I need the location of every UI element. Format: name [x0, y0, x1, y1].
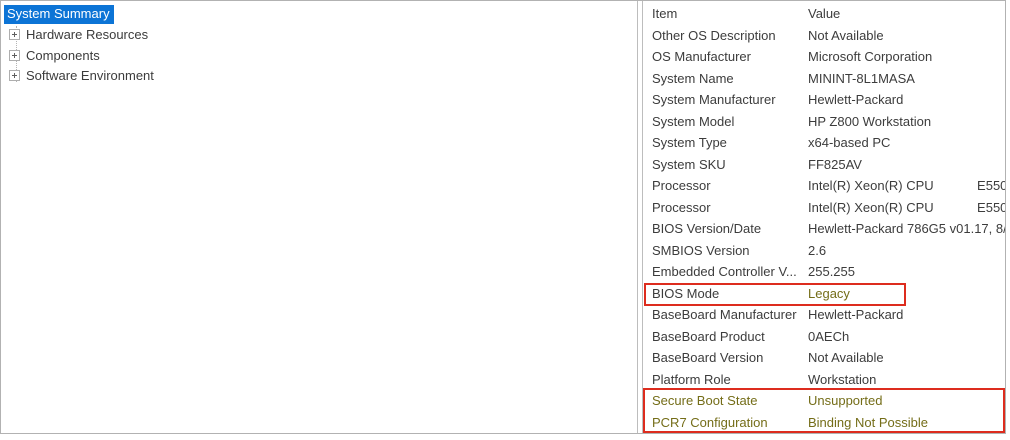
table-row[interactable]: Secure Boot State Unsupported [643, 390, 1005, 412]
expand-plus-icon[interactable] [9, 49, 20, 61]
tree-item-system-summary[interactable]: System Summary [1, 4, 637, 25]
table-row[interactable]: BaseBoard Manufacturer Hewlett-Packard [643, 304, 1005, 326]
item-cell: BIOS Version/Date [652, 221, 762, 237]
value-cell: Binding Not Possible [808, 414, 928, 430]
table-row[interactable]: Embedded Controller V... 255.255 [643, 261, 1005, 283]
table-row[interactable]: PCR7 Configuration Binding Not Possible [643, 412, 1005, 434]
item-cell: System Name [652, 70, 734, 86]
item-cell: BaseBoard Manufacturer [652, 307, 797, 323]
item-cell: System Type [652, 135, 727, 151]
table-row[interactable]: OS Manufacturer Microsoft Corporation [643, 46, 1005, 68]
item-cell: Processor [652, 199, 711, 215]
value-cell: Hewlett-Packard [808, 307, 904, 323]
table-row[interactable]: BaseBoard Version Not Available [643, 347, 1005, 369]
item-cell: Other OS Description [652, 27, 776, 43]
item-cell: System SKU [652, 156, 726, 172]
table-row[interactable]: System Manufacturer Hewlett-Packard [643, 89, 1005, 111]
value-cell: Not Available [808, 27, 884, 43]
value-cell: FF825AV [808, 156, 862, 172]
table-row[interactable]: Processor Intel(R) Xeon(R) CPU E5506 [643, 197, 1005, 219]
value-cell: Legacy [808, 285, 850, 301]
value-cell: Not Available [808, 350, 884, 366]
item-cell: Processor [652, 178, 711, 194]
item-cell: SMBIOS Version [652, 242, 750, 258]
expand-plus-icon[interactable] [9, 70, 20, 82]
item-cell: BaseBoard Version [652, 350, 764, 366]
table-row[interactable]: System Name MININT-8L1MASA [643, 68, 1005, 90]
tree-item-components[interactable]: Components [1, 45, 637, 66]
value-cell: Hewlett-Packard [808, 92, 904, 108]
value-cell: x64-based PC [808, 135, 891, 151]
tree-item-label: System Summary [4, 4, 114, 24]
table-row[interactable]: Platform Role Workstation [643, 369, 1005, 391]
item-cell: BaseBoard Product [652, 328, 765, 344]
value-cell: Workstation [808, 371, 877, 387]
value-cell: HP Z800 Workstation [808, 113, 932, 129]
item-cell: System Model [652, 113, 735, 129]
tree-item-label: Components [26, 47, 100, 63]
table-row[interactable]: Processor Intel(R) Xeon(R) CPU E5506 [643, 175, 1005, 197]
table-row[interactable]: System Model HP Z800 Workstation [643, 111, 1005, 133]
tree-item-label: Hardware Resources [26, 27, 149, 43]
item-cell: Platform Role [652, 371, 731, 387]
column-header-item[interactable]: Item [652, 6, 678, 22]
item-cell: OS Manufacturer [652, 49, 751, 65]
value-cell: MININT-8L1MASA [808, 70, 915, 86]
value-cell: Intel(R) Xeon(R) CPU E5506 [808, 199, 1005, 215]
expand-plus-icon[interactable] [9, 29, 20, 41]
item-cell: BIOS Mode [652, 285, 720, 301]
value-cell: Unsupported [808, 393, 883, 409]
tree-item-label: Software Environment [26, 68, 154, 84]
value-cell: 0AECh [808, 328, 850, 344]
table-row[interactable]: System Type x64-based PC [643, 132, 1005, 154]
table-row[interactable]: BIOS Mode Legacy [643, 283, 1005, 305]
table-row[interactable]: BIOS Version/Date Hewlett-Packard 786G5 v… [643, 218, 1005, 240]
item-cell: Secure Boot State [652, 393, 758, 409]
value-cell: Hewlett-Packard 786G5 v01.17, 8/ [808, 221, 1005, 237]
value-cell: Intel(R) Xeon(R) CPU E5506 [808, 178, 1005, 194]
value-cell: Microsoft Corporation [808, 49, 933, 65]
item-cell: System Manufacturer [652, 92, 776, 108]
table-row[interactable]: Other OS Description Not Available [643, 25, 1005, 47]
value-cell: 255.255 [808, 264, 855, 280]
column-header-row: Item Value [643, 3, 1005, 25]
tree-item-software-environment[interactable]: Software Environment [1, 66, 637, 87]
table-row[interactable]: SMBIOS Version 2.6 [643, 240, 1005, 262]
value-cell: 2.6 [808, 242, 827, 258]
item-cell: PCR7 Configuration [652, 414, 768, 430]
item-cell: Embedded Controller V... [652, 264, 797, 280]
table-row[interactable]: BaseBoard Product 0AECh [643, 326, 1005, 348]
tree-item-hardware-resources[interactable]: Hardware Resources [1, 25, 637, 46]
column-header-value[interactable]: Value [808, 6, 841, 22]
table-row[interactable]: System SKU FF825AV [643, 154, 1005, 176]
